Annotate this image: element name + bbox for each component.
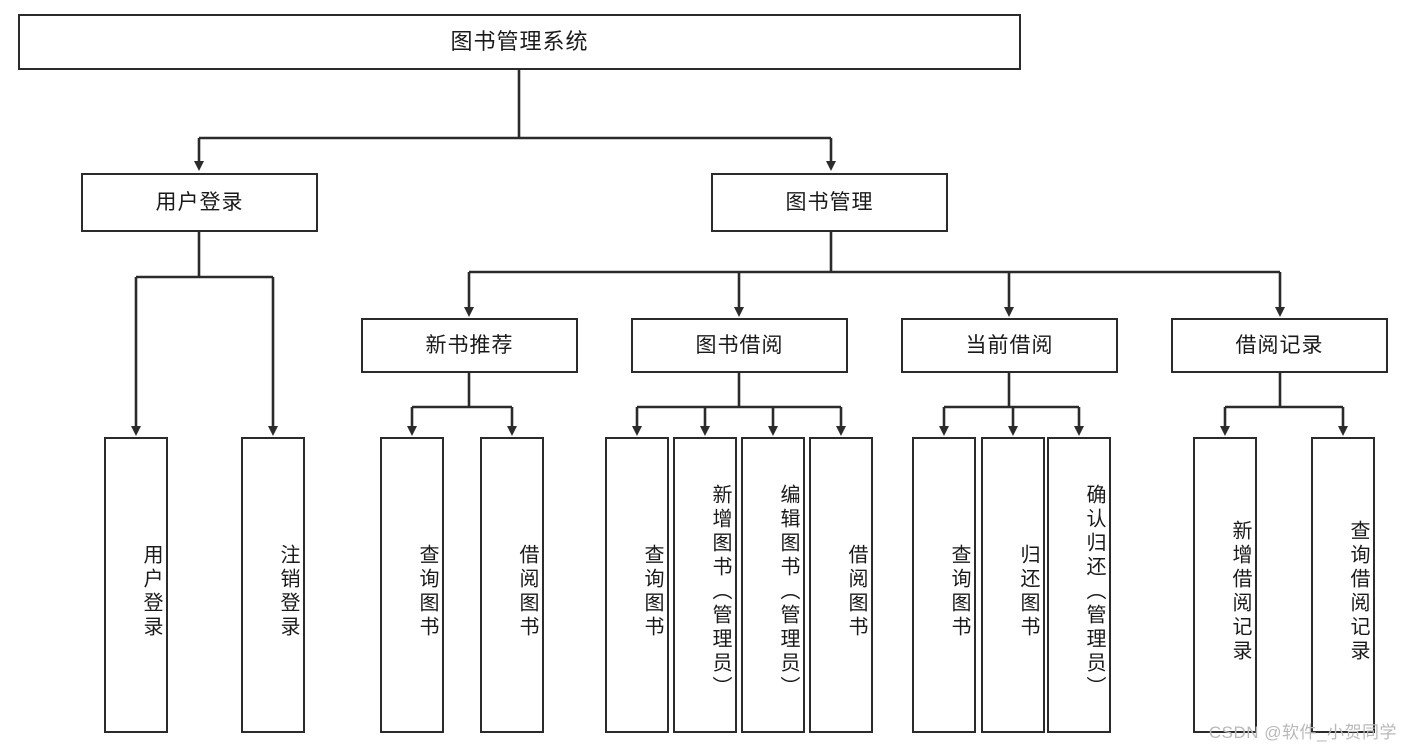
leaf-label: 新增图书（管理员） [709, 484, 731, 700]
leaf-label: 查询图书 [948, 544, 970, 640]
leaf-book-borrow-2[interactable]: 新增图书（管理员） [673, 437, 737, 733]
node-book-manage[interactable]: 图书管理 [711, 173, 948, 232]
node-root[interactable]: 图书管理系统 [18, 14, 1021, 70]
node-current-borrow-label: 当前借阅 [965, 333, 1054, 357]
leaf-current-borrow-1[interactable]: 查询图书 [912, 437, 976, 733]
leaf-new-book-rec-1[interactable]: 查询图书 [380, 437, 444, 733]
node-user-login-label: 用户登录 [155, 190, 244, 214]
leaf-book-borrow-4[interactable]: 借阅图书 [809, 437, 873, 733]
node-user-login[interactable]: 用户登录 [81, 173, 318, 232]
leaf-label: 归还图书 [1017, 544, 1039, 640]
node-book-manage-label: 图书管理 [785, 190, 874, 214]
leaf-book-borrow-3[interactable]: 编辑图书（管理员） [741, 437, 805, 733]
leaf-label: 借阅图书 [845, 544, 867, 640]
node-borrow-record-label: 借阅记录 [1235, 333, 1324, 357]
leaf-label: 借阅图书 [516, 544, 538, 640]
node-borrow-record[interactable]: 借阅记录 [1171, 318, 1388, 373]
node-current-borrow[interactable]: 当前借阅 [901, 318, 1118, 373]
node-new-book-rec[interactable]: 新书推荐 [361, 318, 578, 373]
leaf-current-borrow-3[interactable]: 确认归还（管理员） [1047, 437, 1111, 733]
leaf-label: 查询借阅记录 [1347, 520, 1369, 664]
leaf-label: 注销登录 [277, 544, 299, 640]
node-root-label: 图书管理系统 [450, 28, 589, 54]
leaf-borrow-record-1[interactable]: 新增借阅记录 [1193, 437, 1257, 733]
leaf-user-login-1[interactable]: 用户登录 [104, 437, 168, 733]
leaf-user-login-2[interactable]: 注销登录 [241, 437, 305, 733]
leaf-label: 编辑图书（管理员） [777, 484, 799, 700]
leaf-label: 查询图书 [416, 544, 438, 640]
watermark-text: CSDN @软件_小贺同学 [1208, 723, 1397, 742]
leaf-borrow-record-2[interactable]: 查询借阅记录 [1311, 437, 1375, 733]
leaf-new-book-rec-2[interactable]: 借阅图书 [480, 437, 544, 733]
leaf-label: 查询图书 [641, 544, 663, 640]
leaf-book-borrow-1[interactable]: 查询图书 [605, 437, 669, 733]
node-book-borrow[interactable]: 图书借阅 [631, 318, 848, 373]
leaf-current-borrow-2[interactable]: 归还图书 [981, 437, 1045, 733]
node-book-borrow-label: 图书借阅 [695, 333, 784, 357]
node-new-book-rec-label: 新书推荐 [425, 333, 514, 357]
leaf-label: 用户登录 [140, 544, 162, 640]
leaf-label: 新增借阅记录 [1229, 520, 1251, 664]
leaf-label: 确认归还（管理员） [1083, 484, 1105, 700]
